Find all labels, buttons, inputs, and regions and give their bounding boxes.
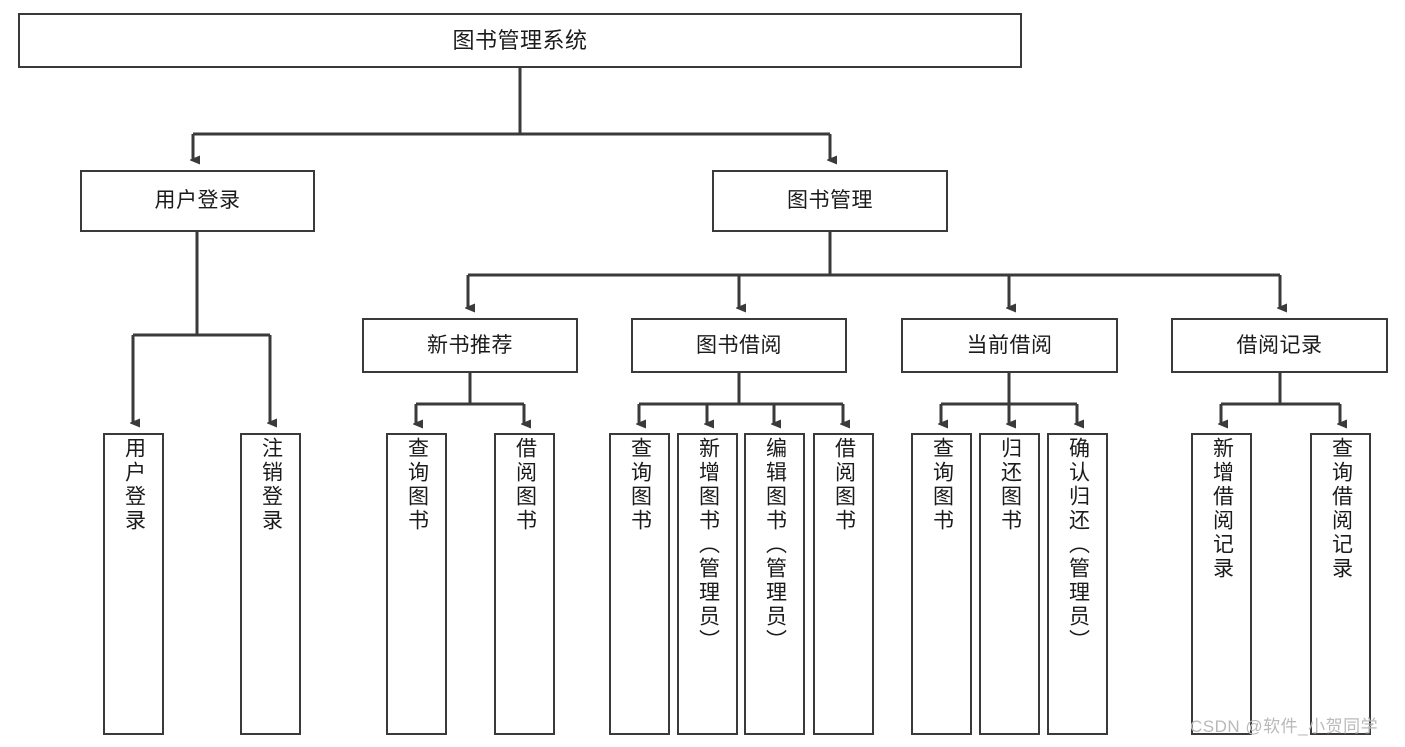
node-label: 图书管理系统 (452, 27, 588, 53)
node-label: 图书管理 (787, 189, 873, 213)
node-label: 编辑图书（管理员） (763, 437, 787, 653)
leaf-query-book-current[interactable]: 查询图书 (911, 433, 972, 735)
leaf-add-borrow-record[interactable]: 新增借阅记录 (1191, 433, 1252, 735)
node-label: 借阅图书 (832, 437, 856, 533)
node-book-management[interactable]: 图书管理 (712, 170, 948, 232)
watermark: CSDN @软件_小贺同学 (1190, 717, 1379, 736)
leaf-add-book-admin[interactable]: 新增图书（管理员） (677, 433, 738, 735)
node-label: 用户登录 (154, 189, 241, 213)
leaf-borrow-book[interactable]: 借阅图书 (813, 433, 874, 735)
leaf-edit-book-admin[interactable]: 编辑图书（管理员） (744, 433, 805, 735)
leaf-query-borrow-record[interactable]: 查询借阅记录 (1310, 433, 1371, 735)
node-label: 新书推荐 (427, 333, 513, 357)
leaf-user-login[interactable]: 用户登录 (103, 433, 164, 735)
node-label: 当前借阅 (966, 333, 1053, 357)
node-label: 查询图书 (628, 437, 652, 533)
node-label: 借阅图书 (513, 437, 537, 533)
node-new-book-recommend[interactable]: 新书推荐 (362, 318, 578, 373)
node-label: 新增借阅记录 (1210, 437, 1234, 581)
node-label: 借阅记录 (1236, 333, 1323, 357)
leaf-logout[interactable]: 注销登录 (240, 433, 301, 735)
node-label: 查询借阅记录 (1329, 437, 1353, 581)
node-label: 注销登录 (259, 437, 283, 533)
node-label: 确认归还（管理员） (1066, 437, 1090, 653)
node-label: 图书借阅 (696, 333, 782, 357)
node-user-login[interactable]: 用户登录 (80, 170, 315, 232)
node-label: 新增图书（管理员） (696, 437, 720, 653)
leaf-borrow-book-recommend[interactable]: 借阅图书 (494, 433, 555, 735)
node-current-borrow[interactable]: 当前借阅 (901, 318, 1118, 373)
node-label: 归还图书 (998, 437, 1022, 533)
node-root-book-management-system[interactable]: 图书管理系统 (18, 13, 1022, 68)
node-label: 查询图书 (405, 437, 429, 533)
leaf-confirm-return-admin[interactable]: 确认归还（管理员） (1047, 433, 1108, 735)
leaf-query-book-borrow[interactable]: 查询图书 (609, 433, 670, 735)
leaf-query-book-recommend[interactable]: 查询图书 (386, 433, 447, 735)
node-label: 用户登录 (122, 437, 146, 533)
node-borrow-record[interactable]: 借阅记录 (1171, 318, 1388, 373)
leaf-return-book[interactable]: 归还图书 (979, 433, 1040, 735)
node-book-borrow[interactable]: 图书借阅 (631, 318, 847, 373)
node-label: 查询图书 (930, 437, 954, 533)
